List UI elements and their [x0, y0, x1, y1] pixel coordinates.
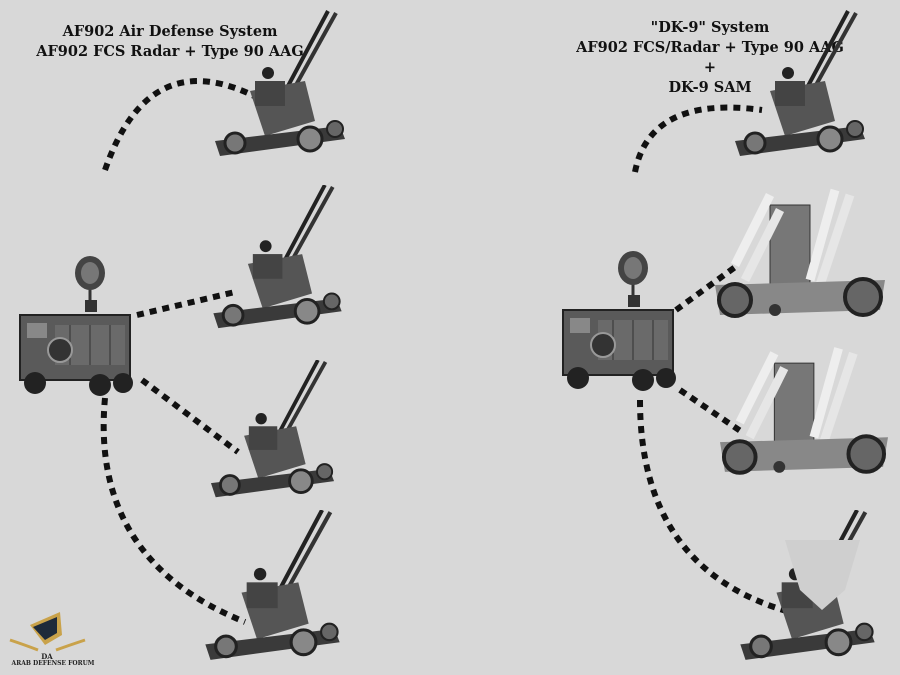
left-title-line2: AF902 FCS Radar + Type 90 AAG [36, 43, 304, 60]
dk9-sam-launcher [720, 348, 888, 473]
logo-text: ARAB DEFENSE FORUM [11, 660, 95, 667]
link-line [632, 104, 763, 173]
type90-aag-gun [215, 11, 345, 156]
right-title-line3: + [703, 59, 717, 76]
right-title-line4: DK-9 SAM [668, 79, 752, 96]
right-system-title: "DK-9" System AF902 FCS/Radar + Type 90 … [560, 18, 860, 98]
link-line [637, 399, 791, 615]
type90-aag-gun [735, 11, 865, 156]
link-line [102, 78, 264, 171]
right-title-line1: "DK-9" System [650, 19, 770, 36]
left-title-line1: AF902 Air Defense System [62, 23, 278, 40]
left-system [18, 11, 345, 660]
type90-aag-gun [213, 185, 341, 328]
link-line [136, 289, 236, 318]
logo-monogram: DA [41, 652, 53, 661]
type90-aag-gun [205, 510, 339, 660]
link-line [100, 397, 247, 625]
af902-radar-truck [18, 255, 135, 398]
watermark-shield [785, 540, 860, 610]
left-system-title: AF902 Air Defense System AF902 FCS Radar… [20, 22, 320, 62]
dk9-sam-launcher [715, 190, 885, 316]
link-line [140, 377, 240, 455]
right-system [561, 11, 888, 660]
arab-defense-forum-logo: DA [9, 612, 86, 661]
right-title-line2: AF902 FCS/Radar + Type 90 AAG [576, 39, 844, 56]
af902-radar-truck [561, 250, 678, 393]
type90-aag-gun [211, 360, 334, 497]
link-line [678, 387, 744, 435]
